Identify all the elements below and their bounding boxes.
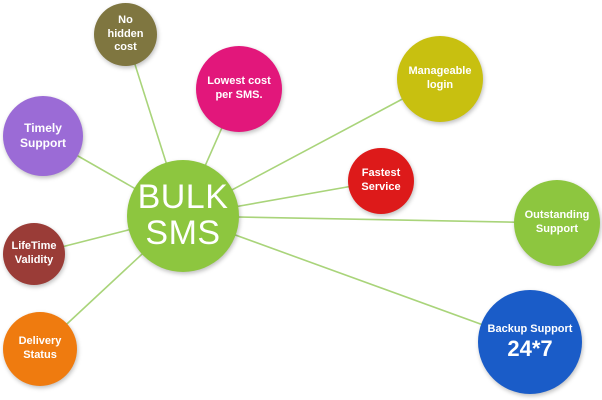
backup-support-node: Backup Support 24*7 [478,290,582,394]
node-text: Outstanding [524,209,590,222]
node-text: Status [23,349,57,361]
node-text: per SMS. [215,89,263,101]
node-text: Delivery [18,335,62,348]
node-text: login [426,79,454,91]
connector-outstanding_support [182,215,558,224]
fastest-service-node: Fastest Service [348,148,414,214]
node-text: Support [535,223,579,235]
node-text: Timely [24,121,62,135]
no-hidden-cost-node: No hidden cost [94,3,157,66]
node-text: Manageable [408,65,472,78]
manageable-login-node: Manageable login [397,36,483,122]
lowest-cost-node: Lowest cost per SMS. [196,46,282,132]
node-text: 24*7 [507,335,553,361]
node-text: Service [361,181,401,193]
timely-support-node: Timely Support [3,96,83,176]
node-text: hidden [107,27,144,40]
node-text: No [118,13,133,26]
node-text: Validity [14,254,54,266]
node-text: cost [114,41,137,54]
node-text: Backup Support [487,323,573,336]
node-text: LifeTime [11,240,57,253]
delivery-status-node: Delivery Status [3,312,77,386]
node-text: Support [20,136,66,150]
node-text: Lowest cost [207,75,271,88]
node-text: Fastest [361,167,401,180]
connector-backup_support [182,215,531,343]
hub-line-1: BULK [137,178,229,217]
hub-line-2: SMS [145,214,221,252]
bulk-sms-hub: BULK SMS [127,160,239,272]
lifetime-validity-node: LifeTime Validity [3,223,65,285]
outstanding-support-node: Outstanding Support [514,180,600,266]
